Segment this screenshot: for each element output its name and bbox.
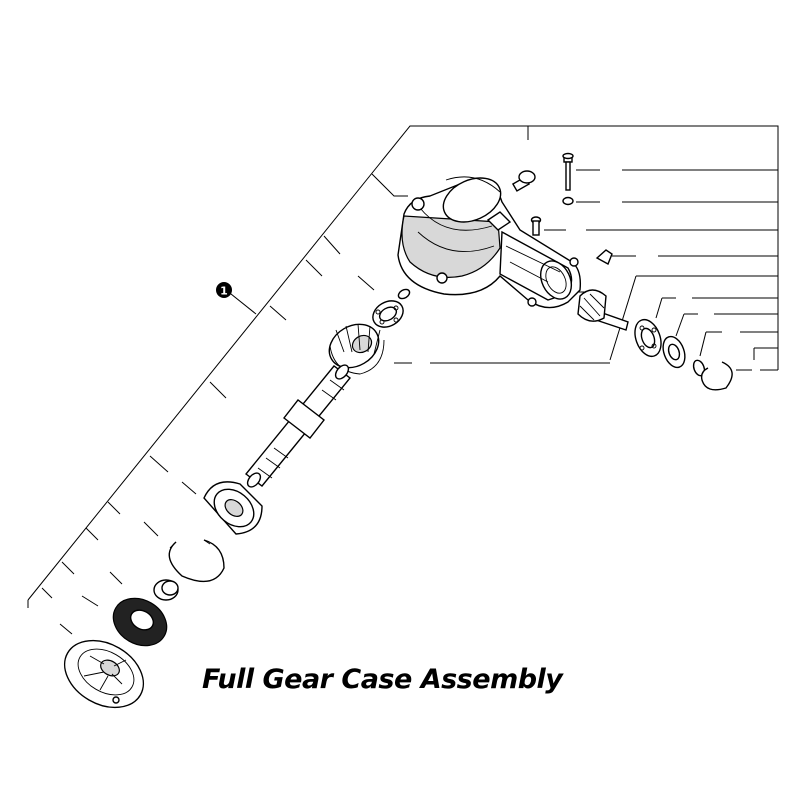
callout-marker: 1	[216, 282, 257, 315]
callout-number: 1	[220, 285, 228, 298]
spindle-shaft	[244, 364, 352, 488]
screw-top-left	[511, 170, 536, 192]
gear-case-housing	[397, 176, 582, 309]
lock-tab	[595, 249, 613, 265]
collar	[153, 579, 179, 601]
bevel-gear	[328, 323, 385, 375]
snap-ring-right	[700, 361, 733, 391]
bearing-lower	[203, 481, 263, 535]
long-bolt	[562, 152, 574, 191]
oil-seal	[112, 597, 168, 647]
snap-ring-lower	[168, 539, 225, 583]
washer	[562, 196, 574, 206]
short-screw	[530, 216, 542, 236]
washer-small	[397, 288, 411, 300]
bottom-cover	[63, 639, 145, 709]
pinion-shaft	[577, 289, 629, 331]
bearing-upper	[372, 300, 404, 328]
diagram-title: Full Gear Case Assembly	[202, 664, 563, 695]
bracket-line	[27, 125, 779, 601]
leader-lines	[27, 125, 779, 635]
bearing-right-small	[662, 335, 686, 369]
bearing-right-large	[634, 318, 662, 358]
